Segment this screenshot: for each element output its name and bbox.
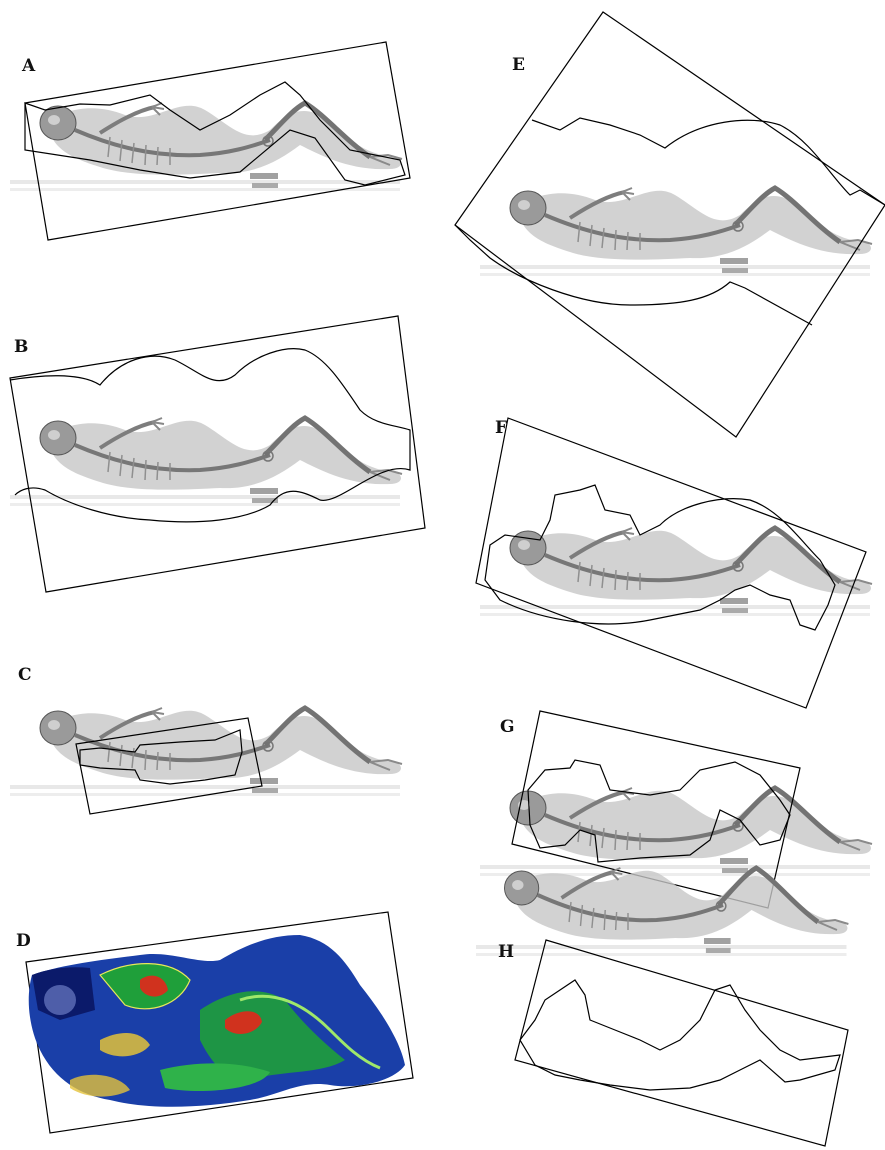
panel-label-c: C [18,665,32,685]
mouse-image [10,708,402,796]
mouse-image [480,788,872,876]
panel-d: D [16,912,413,1133]
mouse-image [480,188,872,276]
segmentation-contour [520,980,840,1090]
panel-h: H [476,868,848,1146]
panel-label-a: A [21,56,36,76]
panel-c: C [10,665,402,814]
panel-f: F [476,418,872,708]
heatmap-skull [44,985,76,1015]
mouse-image [476,868,848,956]
panel-label-e: E [512,55,525,75]
panel-e: E [455,12,885,437]
panel-label-g: G [500,717,515,737]
panel-a: A [10,42,410,240]
panel-b: B [10,316,425,592]
panel-label-d: D [16,931,31,951]
region-box [515,940,848,1146]
panel-label-h: H [498,942,514,962]
segmentation-contour [532,118,885,205]
mouse-image [480,528,872,616]
panel-label-f: F [495,418,507,438]
panel-label-b: B [14,337,28,357]
